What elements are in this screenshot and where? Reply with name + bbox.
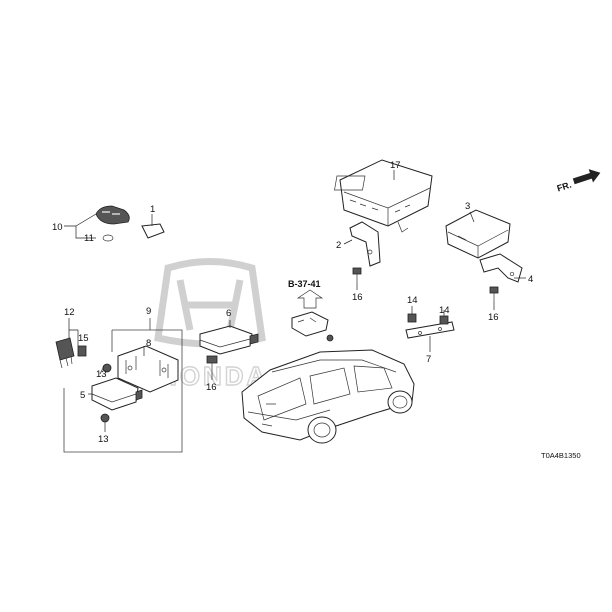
part-12-relay xyxy=(55,337,75,369)
part-8-bracket xyxy=(117,345,179,393)
part-7-bracket xyxy=(405,321,455,339)
callout-16-a: 16 xyxy=(352,292,363,303)
callout-4: 4 xyxy=(528,274,533,285)
callout-11: 11 xyxy=(84,233,94,244)
callout-16-b: 16 xyxy=(488,312,499,323)
callout-15: 15 xyxy=(78,333,89,344)
drawing-code: T0A4B1350 xyxy=(541,451,581,460)
part-14-clip-b xyxy=(439,315,449,325)
direction-label: FR. xyxy=(556,180,573,194)
callout-6: 6 xyxy=(226,308,231,319)
callout-13-a: 13 xyxy=(96,369,107,380)
part-13-nut-b xyxy=(100,413,110,423)
leader-lines xyxy=(64,170,526,432)
callout-12: 12 xyxy=(64,307,75,318)
part-10-key-fob xyxy=(95,205,130,225)
callout-10: 10 xyxy=(52,222,63,233)
part-4-bracket xyxy=(479,253,523,283)
part-16-bolt-c xyxy=(206,355,218,372)
reference-label: B-37-41 xyxy=(288,279,321,289)
callout-13-b: 13 xyxy=(98,434,109,445)
part-2-bracket xyxy=(349,221,381,267)
callout-14-a: 14 xyxy=(407,295,418,306)
part-17-control-unit xyxy=(334,159,433,233)
front-direction-arrow: FR. xyxy=(556,169,601,194)
callout-16-c: 16 xyxy=(206,382,217,393)
reference-arrow xyxy=(296,289,324,309)
callout-17: 17 xyxy=(390,160,401,171)
part-3-module xyxy=(445,209,511,259)
part-16-bolt-b xyxy=(489,286,499,302)
callout-14-b: 14 xyxy=(439,305,450,316)
part-6-unit xyxy=(199,325,259,355)
assembly-9-outline xyxy=(63,318,183,453)
part-5-unit xyxy=(91,377,143,411)
part-14-clip-a xyxy=(407,313,417,323)
reference-component xyxy=(291,311,329,337)
callout-9: 9 xyxy=(146,306,151,317)
part-15-clip xyxy=(77,345,87,357)
callout-7: 7 xyxy=(426,354,431,365)
callout-3: 3 xyxy=(465,201,470,212)
part-11-key-ring xyxy=(102,234,114,242)
callout-5: 5 xyxy=(80,390,85,401)
part-1-key-blade xyxy=(141,223,165,239)
callout-8: 8 xyxy=(146,338,151,349)
vehicle-outline xyxy=(241,334,415,444)
part-16-bolt-a xyxy=(352,267,362,283)
callout-2: 2 xyxy=(336,240,341,251)
callout-labels: 17 2 3 4 1 10 11 12 15 9 6 8 5 13 13 16 … xyxy=(52,160,581,460)
callout-1: 1 xyxy=(150,204,155,215)
